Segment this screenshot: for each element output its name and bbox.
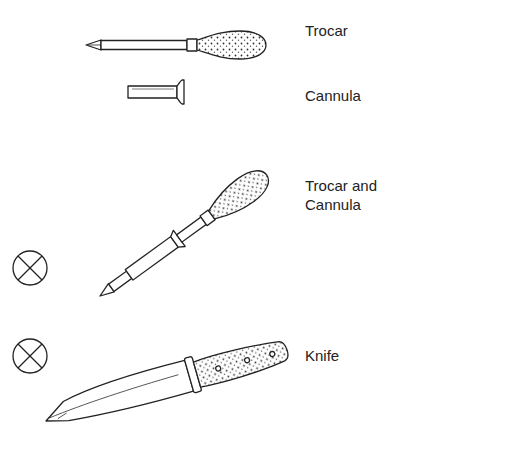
- trocar-drawing: [86, 31, 266, 59]
- part-label: Trocar and Cannula: [305, 176, 400, 214]
- circled-x-symbol: [13, 339, 47, 373]
- part-label: Knife: [305, 346, 339, 365]
- cannula-drawing: [128, 80, 184, 104]
- knife-drawing: [40, 331, 291, 435]
- circled-x-symbol: [13, 251, 47, 285]
- part-label: Trocar: [305, 21, 348, 40]
- trocar-and-cannula-drawing: [92, 164, 275, 308]
- part-label: Cannula: [305, 86, 361, 105]
